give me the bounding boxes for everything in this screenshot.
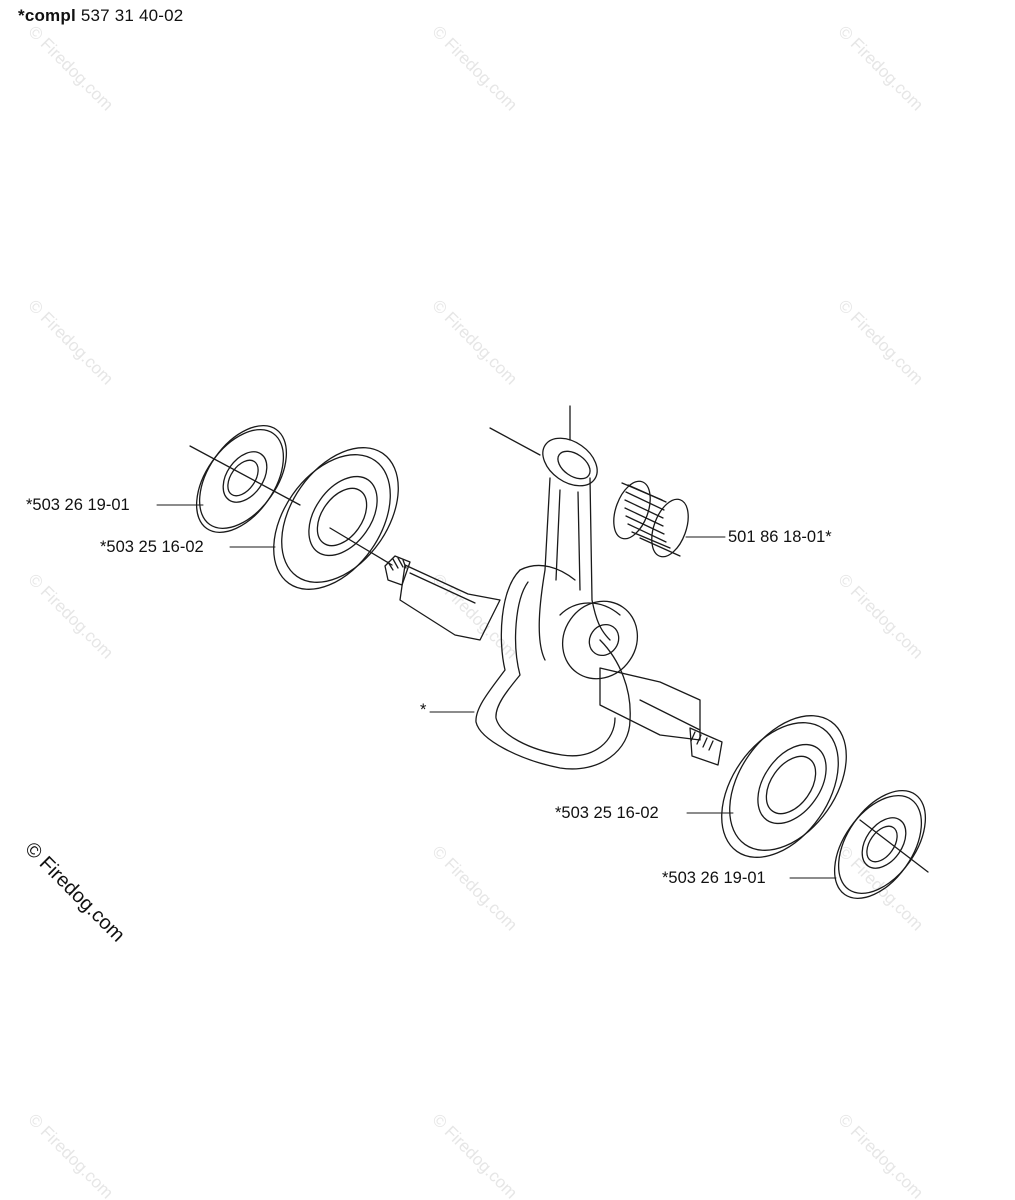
crankshaft-web (475, 564, 631, 770)
leader-lines (156, 504, 837, 879)
assembly-prefix: *compl (18, 6, 76, 25)
connecting-rod (538, 437, 639, 680)
assembly-number: *compl 537 31 40-02 (18, 6, 183, 26)
oil-seal-top (195, 424, 288, 534)
part-label-oil-seal-bottom: *503 26 19-01 (662, 869, 766, 887)
ball-bearing-bottom (721, 715, 847, 858)
oil-seal-bottom (833, 789, 927, 900)
part-label-ball-bearing-bottom: *503 25 16-02 (555, 804, 659, 822)
part-label-ball-bearing-top: *503 25 16-02 (100, 538, 204, 556)
ball-bearing-top (273, 447, 399, 590)
part-label-oil-seal-top: *503 26 19-01 (26, 496, 130, 514)
part-label-crankshaft: * (420, 701, 427, 719)
assembly-part-number: 537 31 40-02 (80, 6, 184, 25)
needle-bearing (613, 480, 689, 558)
axis-line (489, 427, 541, 456)
part-label-needle-bearing: 501 86 18-01* (728, 528, 832, 546)
crankshaft-shaft-right (599, 667, 723, 766)
crankshaft-shaft-left (384, 555, 501, 641)
axis-line (189, 445, 301, 506)
